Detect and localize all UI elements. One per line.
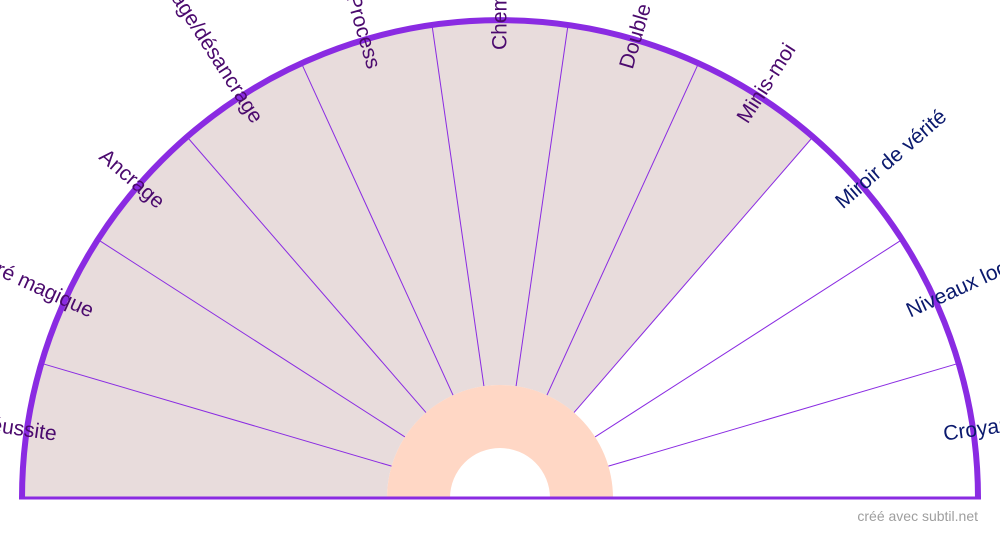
segment-label: Chemin de vie — [489, 0, 512, 50]
segment-divider — [431, 24, 485, 387]
wheel-segment[interactable] — [301, 24, 484, 396]
wheel-segment[interactable] — [595, 239, 959, 467]
wheel-dividers — [41, 24, 959, 467]
wheel-segment[interactable] — [41, 239, 405, 467]
wheel-segment[interactable] — [574, 136, 903, 437]
segment-divider — [573, 136, 814, 413]
wheel-segment[interactable] — [97, 136, 426, 437]
segment-label: Miroir de vérité — [831, 105, 951, 213]
segment-divider — [608, 362, 959, 467]
wheel-segments — [21, 20, 979, 498]
segment-divider — [97, 239, 406, 438]
wheel-segment[interactable] — [21, 363, 392, 498]
segment-label: Ancrage/désancrage — [143, 0, 267, 127]
wheel-segment[interactable] — [608, 363, 979, 498]
wheel-segment[interactable] — [431, 20, 569, 387]
wheel-segment[interactable] — [516, 24, 699, 396]
segment-divider — [186, 136, 427, 413]
wheel-rim — [19, 17, 981, 499]
segment-divider — [594, 239, 903, 438]
wheel-hub — [387, 385, 613, 498]
credit-text: créé avec subtil.net — [857, 508, 978, 524]
segment-divider — [300, 62, 454, 396]
segment-divider — [41, 362, 392, 467]
wheel-segment[interactable] — [546, 63, 814, 413]
segment-divider — [546, 62, 700, 396]
segment-divider — [515, 24, 569, 387]
wheel-segment[interactable] — [186, 63, 454, 413]
